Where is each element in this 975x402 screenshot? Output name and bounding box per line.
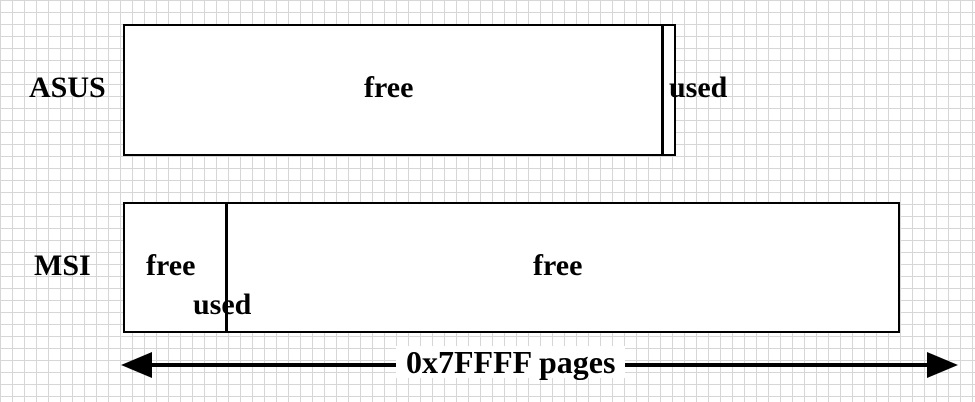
msi-used-divider: [225, 202, 228, 333]
asus-row-label: ASUS: [29, 71, 106, 104]
asus-used-slice-left-edge: [661, 24, 664, 156]
msi-row-label: MSI: [34, 249, 91, 282]
msi-used-label: used: [193, 288, 252, 321]
msi-free-left-label: free: [146, 249, 196, 282]
msi-free-right-label: free: [533, 249, 583, 282]
asus-free-label: free: [364, 71, 414, 104]
asus-used-label: used: [669, 71, 728, 104]
asus-memory-box: [123, 24, 676, 156]
msi-memory-box: [123, 202, 900, 333]
arrow-head-right: [927, 352, 958, 378]
arrow-head-left: [121, 352, 152, 378]
arrow-range-label: 0x7FFFF pages: [396, 346, 626, 378]
